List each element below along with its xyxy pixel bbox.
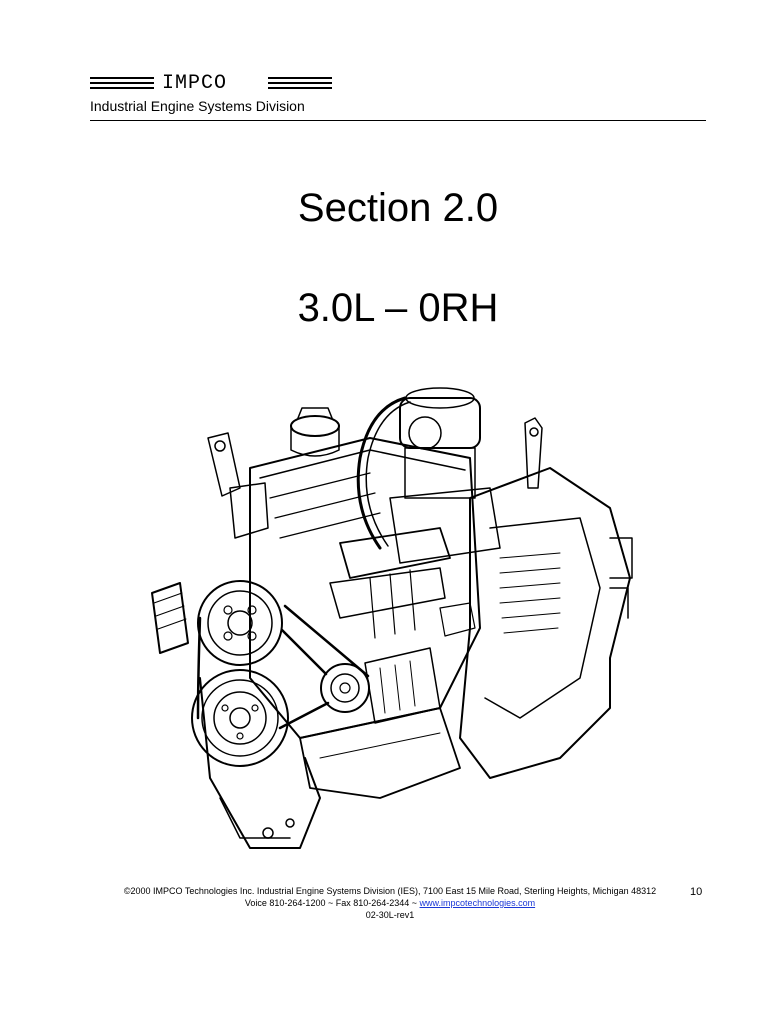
drive-belt	[196, 604, 370, 730]
water-pump-pulley	[197, 580, 283, 666]
header-rule	[90, 120, 706, 121]
engine-mount-bracket	[199, 677, 321, 849]
engine-block	[249, 437, 481, 739]
footer-contact: Voice 810-264-1200 ~ Fax 810-264-2344 ~ …	[70, 897, 710, 909]
footer-doc-code: 02-30L-rev1	[365, 910, 415, 920]
logo-bars-right	[268, 77, 332, 93]
page-number: 10	[690, 886, 703, 898]
footer-copyright: ©2000 IMPCO Technologies Inc. Industrial…	[123, 886, 657, 896]
oil-filter	[151, 582, 189, 654]
section-title: Section 2.0	[297, 186, 499, 230]
crankshaft-pulley	[191, 669, 289, 767]
footer-website-link[interactable]: www.impcotechnologies.com	[419, 898, 536, 908]
oil-filler-cap	[290, 415, 340, 437]
bellhousing	[459, 467, 631, 779]
engine-illustration	[151, 387, 633, 849]
document-footer: ©2000 IMPCO Technologies Inc. Industrial…	[70, 885, 710, 921]
engine-model-title: 3.0L – 0RH	[297, 286, 499, 330]
division-name: Industrial Engine Systems Division	[90, 98, 305, 114]
oil-pan	[299, 707, 461, 799]
logo-text: IMPCO	[162, 72, 228, 95]
vacuum-hose	[356, 396, 407, 550]
logo-bars-left	[90, 77, 154, 93]
impco-logo: IMPCO	[90, 72, 350, 96]
footer-voice-fax: Voice 810-264-1200 ~ Fax 810-264-2344 ~	[244, 898, 418, 908]
exhaust-manifold	[339, 527, 451, 579]
document-header: IMPCO Industrial Engine Systems Division	[90, 72, 706, 122]
